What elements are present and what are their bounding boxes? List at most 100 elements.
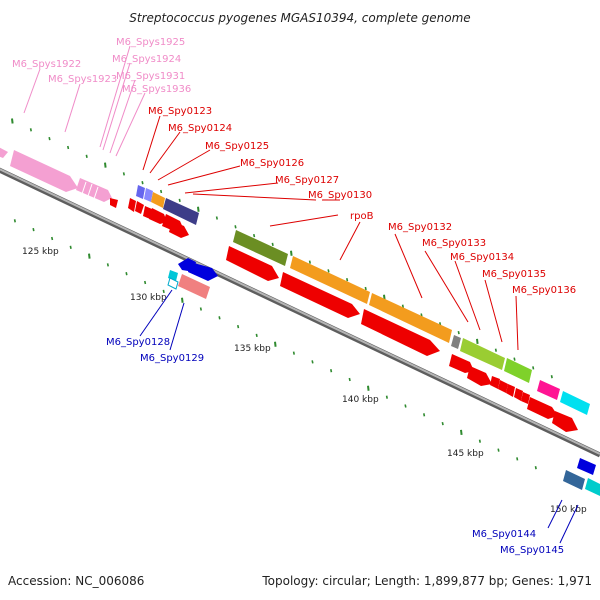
gene-feature[interactable] bbox=[163, 198, 199, 225]
genome-backbone bbox=[0, 167, 600, 458]
reverse-features[interactable] bbox=[167, 258, 600, 496]
tick-mark bbox=[51, 236, 54, 241]
gene-label[interactable]: rpoB bbox=[350, 211, 374, 222]
tick-mark bbox=[330, 369, 333, 373]
gene-feature[interactable] bbox=[290, 256, 370, 304]
gene-label[interactable]: M6_Spys1924 bbox=[112, 54, 181, 65]
gene-label[interactable]: M6_Spy0128 bbox=[106, 337, 170, 348]
gene-label[interactable]: M6_Spy0136 bbox=[512, 285, 576, 296]
tick-mark bbox=[160, 189, 163, 194]
cds-features[interactable] bbox=[128, 198, 578, 432]
gene-feature[interactable] bbox=[280, 272, 360, 318]
gene-feature[interactable] bbox=[467, 366, 492, 386]
forward-features[interactable] bbox=[136, 185, 596, 475]
tick-mark bbox=[532, 366, 535, 370]
tick-mark bbox=[104, 162, 107, 168]
gene-label[interactable]: M6_Spys1925 bbox=[116, 37, 185, 48]
tick-mark bbox=[234, 225, 237, 229]
tick-mark bbox=[348, 377, 351, 382]
kbp-label-130: 130 kbp bbox=[130, 293, 167, 303]
tick-mark bbox=[460, 429, 463, 436]
kbp-label-135: 135 kbp bbox=[234, 344, 271, 354]
gene-feature[interactable] bbox=[490, 376, 500, 389]
gene-feature[interactable] bbox=[514, 388, 523, 401]
gene-feature[interactable] bbox=[188, 262, 218, 281]
gene-feature[interactable] bbox=[537, 380, 560, 400]
gene-label[interactable]: M6_Spy0145 bbox=[500, 545, 564, 556]
tick-mark bbox=[497, 448, 500, 452]
accession-text: Accession: NC_006086 bbox=[8, 574, 144, 588]
tick-mark bbox=[271, 242, 274, 247]
tick-mark bbox=[327, 269, 330, 273]
tick-mark bbox=[404, 404, 407, 408]
tick-mark bbox=[516, 457, 519, 461]
gene-feature[interactable] bbox=[167, 277, 179, 290]
gene-label[interactable]: M6_Spy0126 bbox=[240, 158, 304, 169]
gene-label[interactable]: M6_Spy0135 bbox=[482, 269, 546, 280]
gene-feature[interactable] bbox=[369, 293, 452, 343]
gene-feature[interactable] bbox=[169, 221, 189, 238]
gene-feature[interactable] bbox=[149, 208, 167, 224]
gene-feature[interactable] bbox=[144, 188, 153, 202]
tick-mark bbox=[308, 260, 311, 264]
gene-feature[interactable] bbox=[0, 145, 8, 158]
tick-mark bbox=[197, 206, 200, 212]
tick-mark bbox=[32, 227, 35, 232]
gene-feature[interactable] bbox=[233, 230, 288, 266]
gene-label[interactable]: M6_Spys1936 bbox=[122, 84, 191, 95]
gene-label[interactable]: M6_Spy0129 bbox=[140, 353, 204, 364]
gene-label[interactable]: M6_Spy0127 bbox=[275, 175, 339, 186]
tick-mark bbox=[67, 145, 70, 150]
gene-feature[interactable] bbox=[552, 411, 578, 432]
gene-label[interactable]: M6_Spy0125 bbox=[205, 141, 269, 152]
kbp-label-140: 140 kbp bbox=[342, 395, 379, 405]
tick-mark bbox=[11, 118, 14, 124]
gene-feature[interactable] bbox=[10, 150, 78, 192]
tick-mark bbox=[292, 351, 295, 355]
tick-mark bbox=[274, 341, 277, 347]
gene-label[interactable]: M6_Spys1922 bbox=[12, 59, 81, 70]
gene-feature[interactable] bbox=[506, 384, 515, 397]
gene-feature[interactable] bbox=[178, 274, 210, 299]
tick-mark bbox=[457, 330, 460, 335]
gene-label[interactable]: M6_Spy0132 bbox=[388, 222, 452, 233]
gene-label[interactable]: M6_Spy0134 bbox=[450, 252, 514, 263]
gene-label[interactable]: M6_Spy0130 bbox=[308, 190, 372, 201]
tick-mark bbox=[125, 272, 128, 276]
rna-features[interactable] bbox=[0, 145, 118, 208]
reverse-label-leaders bbox=[139, 289, 579, 544]
gene-feature[interactable] bbox=[527, 397, 558, 419]
tick-mark bbox=[476, 338, 479, 345]
gene-feature[interactable] bbox=[451, 335, 461, 349]
gene-feature[interactable] bbox=[460, 338, 505, 370]
tick-mark bbox=[367, 385, 370, 391]
gene-feature[interactable] bbox=[498, 380, 508, 393]
gene-feature[interactable] bbox=[135, 201, 144, 214]
tick-mark bbox=[311, 360, 314, 364]
gene-feature[interactable] bbox=[361, 309, 440, 356]
gene-feature[interactable] bbox=[110, 198, 118, 208]
gene-label[interactable]: M6_Spys1923 bbox=[48, 74, 117, 85]
gene-feature[interactable] bbox=[143, 206, 152, 219]
gene-feature[interactable] bbox=[521, 392, 530, 404]
tick-mark bbox=[48, 136, 51, 141]
gene-feature[interactable] bbox=[560, 391, 590, 415]
tick-mark bbox=[346, 278, 349, 282]
tick-mark bbox=[364, 286, 367, 291]
gene-feature[interactable] bbox=[136, 185, 145, 199]
gene-feature[interactable] bbox=[449, 354, 474, 373]
gene-feature[interactable] bbox=[504, 358, 532, 383]
gene-feature[interactable] bbox=[585, 478, 600, 496]
gene-feature[interactable] bbox=[151, 192, 165, 208]
gene-label[interactable]: M6_Spy0123 bbox=[148, 106, 212, 117]
gene-feature[interactable] bbox=[226, 246, 279, 281]
gene-label[interactable]: M6_Spy0124 bbox=[168, 123, 232, 134]
gene-feature[interactable] bbox=[577, 458, 596, 475]
tick-mark bbox=[253, 233, 256, 238]
gene-label[interactable]: M6_Spy0144 bbox=[472, 529, 536, 540]
gene-label[interactable]: M6_Spys1931 bbox=[116, 71, 185, 82]
gene-feature[interactable] bbox=[563, 470, 585, 490]
gene-feature[interactable] bbox=[128, 198, 136, 212]
gene-label[interactable]: M6_Spy0133 bbox=[422, 238, 486, 249]
